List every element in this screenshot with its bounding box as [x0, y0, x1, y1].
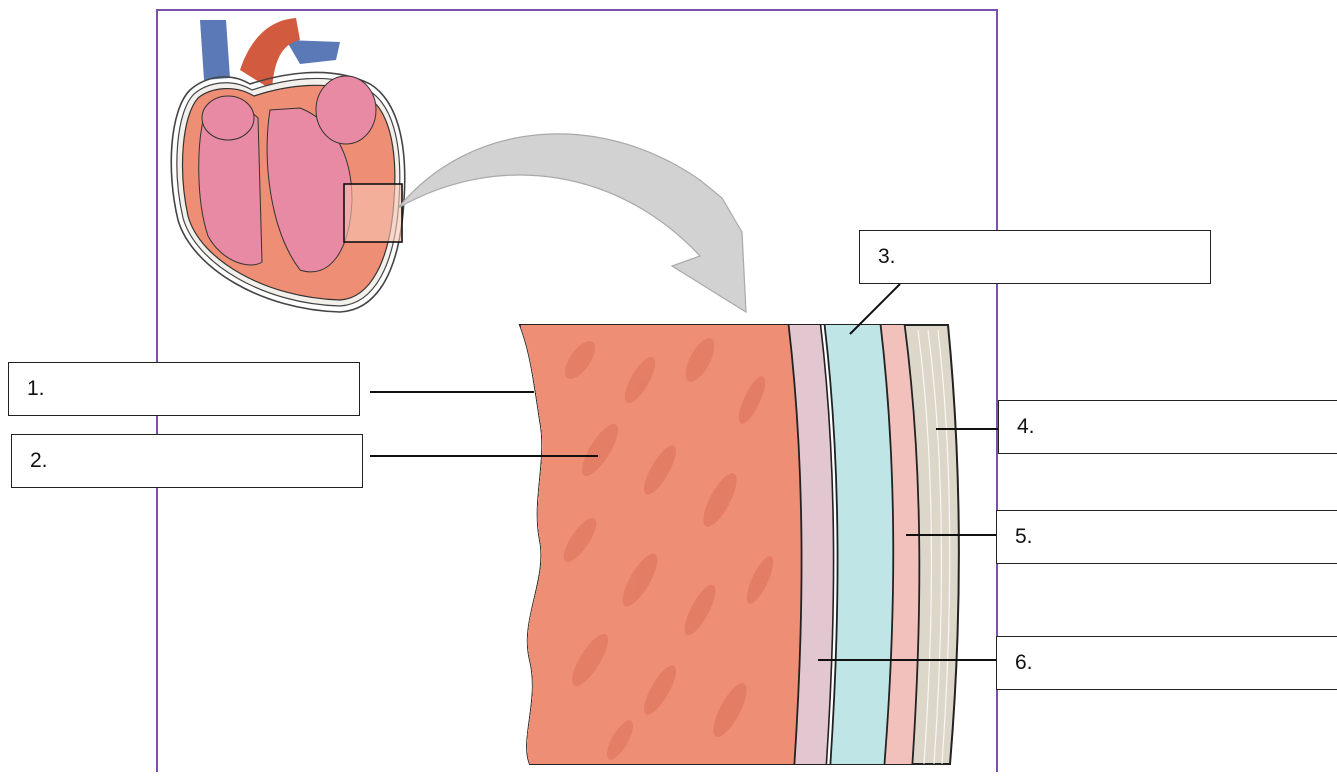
- label-text-1: 1.: [27, 377, 45, 401]
- label-box-5[interactable]: 5.: [996, 510, 1337, 564]
- label-box-4[interactable]: 4.: [998, 400, 1337, 454]
- zoom-arrow: [398, 134, 746, 312]
- label-text-5: 5.: [1015, 525, 1033, 549]
- heart-wall-section: [520, 320, 959, 770]
- zoom-box: [344, 184, 402, 242]
- label-text-3: 3.: [878, 245, 896, 269]
- label-box-1[interactable]: 1.: [8, 362, 360, 416]
- label-text-4: 4.: [1017, 415, 1035, 439]
- heart-illustration: [171, 18, 405, 312]
- label-text-6: 6.: [1015, 651, 1033, 675]
- label-box-6[interactable]: 6.: [996, 636, 1337, 690]
- label-text-2: 2.: [30, 449, 48, 473]
- label-box-2[interactable]: 2.: [11, 434, 363, 488]
- label-box-3[interactable]: 3.: [859, 230, 1211, 284]
